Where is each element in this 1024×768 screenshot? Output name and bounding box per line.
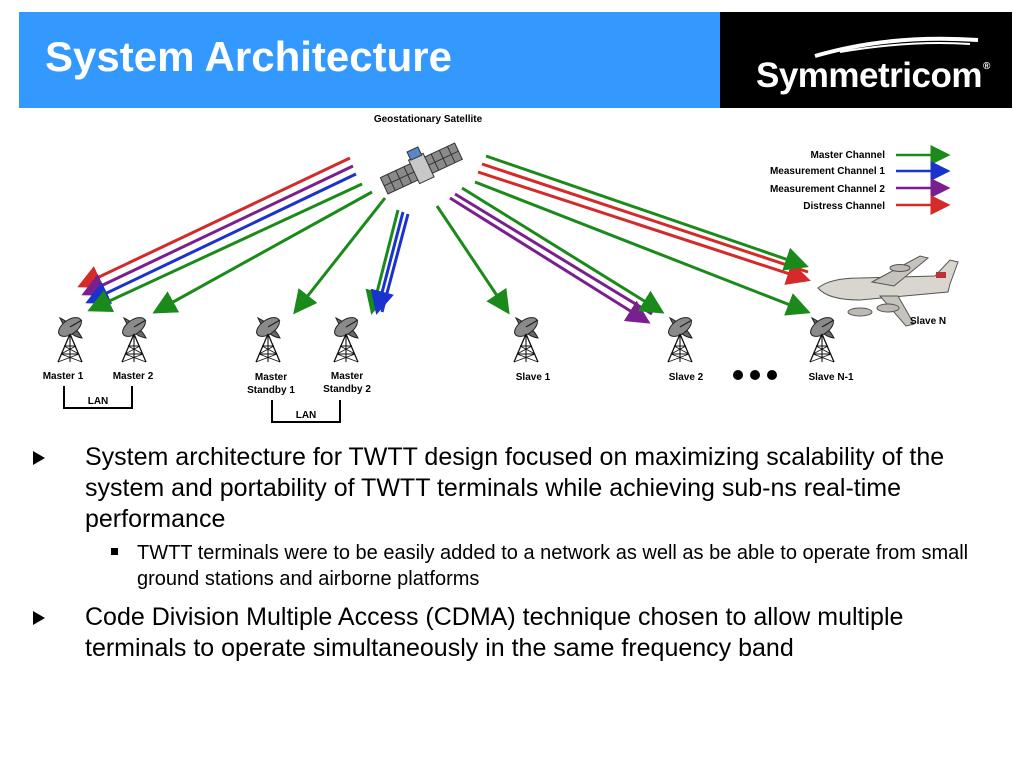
lan-label-2: LAN: [296, 410, 317, 421]
slave-1-label: Slave 1: [516, 372, 551, 383]
satellite-icon: [379, 142, 463, 195]
bullet-2-text: Code Division Multiple Access (CDMA) tec…: [85, 603, 904, 662]
registered-mark: ®: [982, 61, 990, 72]
slave-n-1-dish-icon: [806, 313, 838, 363]
bullet-arrow-icon: [33, 611, 45, 625]
logo-text: Symmetricom®: [756, 58, 990, 93]
legend: Master Channel Measurement Channel 1 Mea…: [770, 145, 951, 215]
bullet-1: System architecture for TWTT design focu…: [33, 442, 965, 535]
lan-bracket-2: [271, 400, 341, 423]
ellipsis-dots: [733, 370, 777, 380]
legend-distress-channel: Distress Channel: [803, 201, 885, 212]
slave-links: [435, 154, 811, 324]
standby-links: [293, 197, 410, 315]
master-1-dish-icon: [54, 313, 86, 363]
bullet-1-text: System architecture for TWTT design focu…: [85, 443, 945, 533]
slave-2-dish-icon: [664, 313, 696, 363]
slave-n-1-label: Slave N-1: [808, 372, 853, 383]
page-title: System Architecture: [45, 33, 452, 80]
architecture-diagram: Geostationary Satellite Master Channel M…: [43, 114, 959, 423]
logo-wordmark: Symmetricom: [756, 56, 982, 95]
master-standby-2-label-line2: Standby 2: [323, 384, 371, 395]
logo: Symmetricom®: [720, 12, 1012, 108]
master-standby-2-dish-icon: [330, 313, 362, 363]
bullet-1-sub: TWTT terminals were to be easily added t…: [111, 540, 977, 592]
master-1-label: Master 1: [43, 371, 84, 382]
lan-label-1: LAN: [88, 396, 109, 407]
legend-measurement-channel-2: Measurement Channel 2: [770, 184, 885, 195]
bullet-arrow-icon: [33, 451, 45, 465]
title-bar: System Architecture: [19, 12, 720, 108]
master-links: [77, 156, 373, 314]
master-standby-2-label-line1: Master: [331, 371, 363, 382]
slave-n-label: Slave N: [910, 316, 946, 327]
bullet-2: Code Division Multiple Access (CDMA) tec…: [33, 602, 965, 664]
legend-master-channel: Master Channel: [811, 150, 886, 161]
master-standby-1-dish-icon: [252, 313, 284, 363]
legend-measurement-channel-1: Measurement Channel 1: [770, 166, 885, 177]
master-standby-1-label-line2: Standby 1: [247, 385, 295, 396]
master-standby-1-label-line1: Master: [255, 372, 287, 383]
master-2-dish-icon: [118, 313, 150, 363]
satellite-label: Geostationary Satellite: [374, 114, 483, 125]
slave-2-label: Slave 2: [669, 372, 704, 383]
master-2-label: Master 2: [113, 371, 154, 382]
slave-1-dish-icon: [510, 313, 542, 363]
lan-bracket-1: [63, 386, 133, 409]
bullet-1-sub-text: TWTT terminals were to be easily added t…: [137, 542, 969, 590]
logo-swoosh-icon: [814, 36, 979, 58]
bullet-square-icon: [111, 548, 118, 555]
airplane-icon: [817, 255, 959, 327]
